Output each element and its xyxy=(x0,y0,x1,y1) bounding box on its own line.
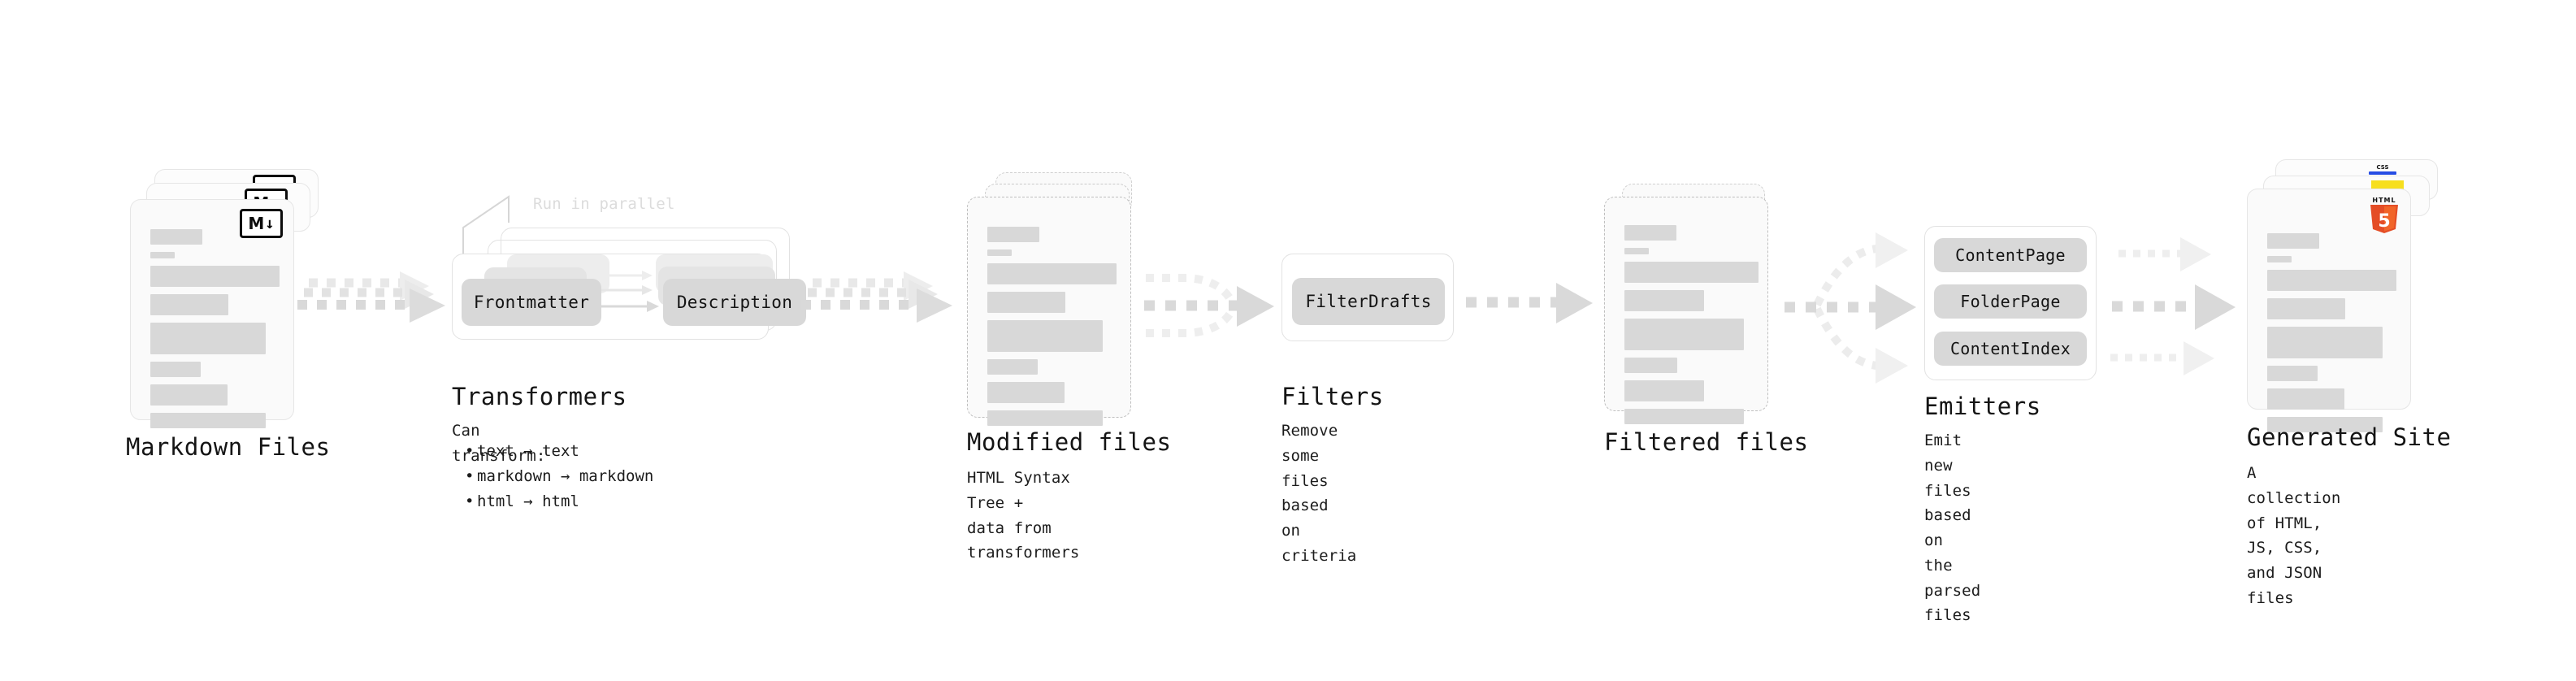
connector-emitters-to-site xyxy=(2109,219,2255,406)
doc-skeleton-bars xyxy=(150,223,280,436)
emitters-pill-contentpage[interactable]: ContentPage xyxy=(1934,238,2087,272)
transformer-pill-frontmatter-label: Frontmatter xyxy=(473,293,590,312)
connector-filtered-to-emitters xyxy=(1780,219,1934,406)
emitters-pill-label: FolderPage xyxy=(1960,292,2061,311)
transformer-pill-description-label: Description xyxy=(676,293,793,312)
markdown-file-card-front: M ↓ xyxy=(130,199,294,428)
filtered-files-title: Filtered files xyxy=(1604,428,1809,456)
transformers-bullet-list: text → text markdown → markdown html → h… xyxy=(452,439,653,514)
doc-skeleton-bars xyxy=(2267,212,2396,440)
emitters-pill-label: ContentPage xyxy=(1955,245,2066,265)
run-in-parallel-label: Run in parallel xyxy=(533,195,675,213)
filters-title: Filters xyxy=(1281,383,1384,410)
generated-site-title: Generated Site xyxy=(2247,423,2452,451)
html5-icon-shield: 5 xyxy=(2368,205,2400,235)
emitters-pill-label: ContentIndex xyxy=(1949,339,2071,358)
markdown-badge-arrow: ↓ xyxy=(265,214,275,232)
html5-icon: HTML 5 xyxy=(2368,197,2400,235)
css3-icon-label: CSS xyxy=(2376,164,2389,171)
emitters-title: Emitters xyxy=(1924,393,2041,420)
emitters-pill-folderpage[interactable]: FolderPage xyxy=(1934,284,2087,319)
filtered-file-card-front xyxy=(1604,197,1768,424)
html5-icon-caption: HTML xyxy=(2372,197,2396,204)
site-file-card-front: HTML 5 xyxy=(2247,189,2411,432)
markdown-files-title: Markdown Files xyxy=(126,433,331,461)
markdown-icon: M ↓ xyxy=(240,209,283,238)
transformer-pill-frontmatter[interactable]: Frontmatter xyxy=(462,279,601,326)
transformers-bullet-item: markdown → markdown xyxy=(465,464,653,489)
connector-filters-to-filtered xyxy=(1463,276,1609,341)
filters-pill-filterdrafts[interactable]: FilterDrafts xyxy=(1292,278,1445,325)
connector-modified-to-filters xyxy=(1138,244,1292,390)
run-in-parallel-bracket xyxy=(462,192,559,257)
transformers-title: Transformers xyxy=(452,383,627,410)
emitters-pill-contentindex[interactable]: ContentIndex xyxy=(1934,332,2087,366)
filters-desc: Remove some files based on criteria xyxy=(1281,422,1357,565)
modified-files-title: Modified files xyxy=(967,428,1172,456)
doc-skeleton-bars xyxy=(1624,220,1759,432)
modified-file-card-front xyxy=(967,197,1131,426)
transformers-bullet-item: text → text xyxy=(465,439,653,464)
css3-icon-bar xyxy=(2369,171,2396,175)
filters-pill-label: FilterDrafts xyxy=(1305,292,1432,311)
markdown-badge-letter: M xyxy=(248,214,265,233)
emitters-desc: Emit new files based on the parsed files xyxy=(1924,432,1981,625)
connector-markdown-to-transformers xyxy=(297,268,455,349)
doc-skeleton-bars xyxy=(987,220,1117,433)
transformers-bullet-item: html → html xyxy=(465,489,653,514)
transformer-pill-description[interactable]: Description xyxy=(663,279,806,326)
modified-files-desc: HTML Syntax Tree + data from transformer… xyxy=(967,469,1080,562)
connector-transformers-to-modified xyxy=(801,268,967,349)
svg-text:5: 5 xyxy=(2378,211,2390,232)
generated-site-desc: A collection of HTML, JS, CSS, and JSON … xyxy=(2247,464,2341,607)
css3-icon: CSS xyxy=(2369,165,2396,175)
